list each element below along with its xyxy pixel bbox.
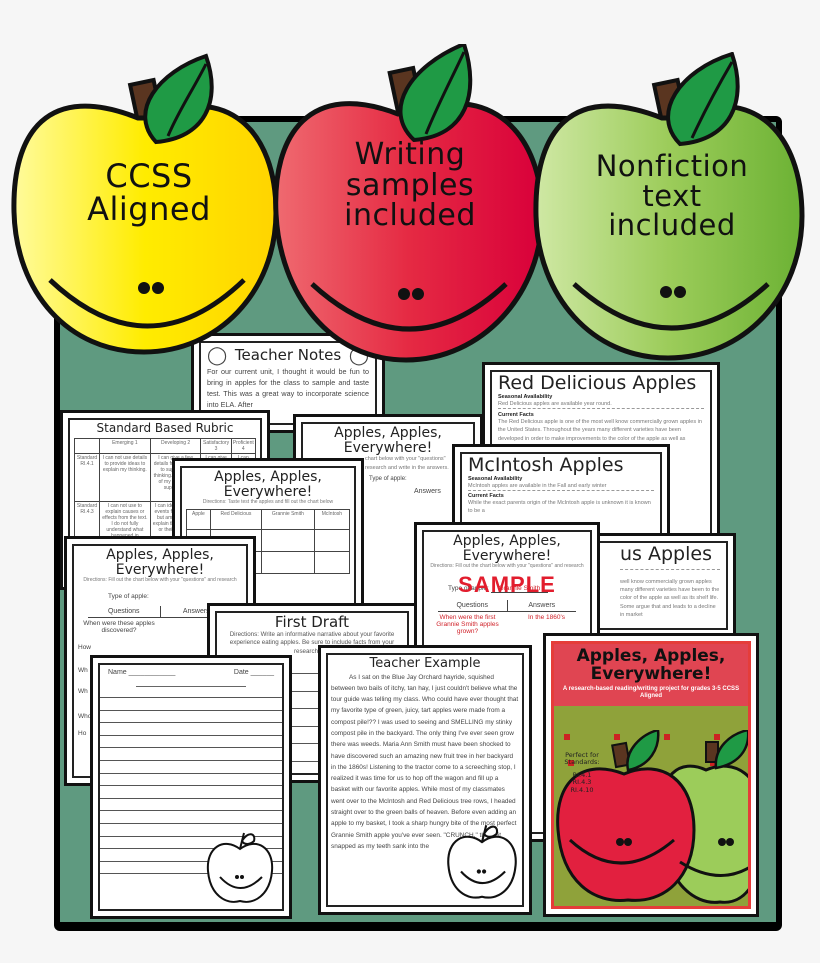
season-text: Red Delicious apples are available year …	[498, 400, 704, 410]
yellow-apple-icon	[11, 53, 279, 355]
badge-nonfiction-text: Nonfiction text included	[530, 52, 814, 368]
teacher-example-page: Teacher Example As I sat on the Blue Jay…	[318, 645, 532, 915]
green-apple-icon	[533, 52, 805, 361]
rubric-title: Standard Based Rubric	[96, 421, 234, 435]
facts-label: Current Facts	[498, 412, 534, 419]
season-label: Seasonal Availability	[498, 393, 553, 400]
worksheet-title: Apples, Apples, Everywhere!	[334, 425, 442, 456]
red-delicious-title: Red Delicious Apples	[498, 372, 697, 394]
badge-writing-samples: Writing samples included	[270, 44, 550, 366]
mcintosh-title: McIntosh Apples	[468, 454, 624, 476]
teacher-notes-title: Teacher Notes	[234, 345, 342, 364]
apple-outline-icon: ◯	[207, 345, 228, 365]
red-apple-icon	[273, 44, 545, 363]
facts-text: The Red Delicious apple is one of the mo…	[498, 419, 702, 442]
granny-smith-info-page: us Apples well know commercially grown a…	[590, 533, 736, 638]
apple-outline-icon	[447, 825, 517, 899]
lined-writing-paper: Name ____________ Date ______	[90, 655, 292, 919]
apple-outline-icon	[206, 832, 274, 903]
sample-stamp: SAMPLE	[458, 572, 556, 597]
badge-ccss-aligned: CCSS Aligned	[8, 52, 290, 362]
product-cover-page: Apples, Apples, Everywhere! A research-b…	[543, 633, 759, 917]
teacher-notes-body: For our current unit, I thought it would…	[207, 367, 369, 410]
cover-banner: Apples, Apples, Everywhere! A research-b…	[554, 644, 748, 707]
standards-list: Perfect for Standards: RI.4.1 RI.4.3 RI.…	[564, 751, 600, 794]
smiling-apples-illustration	[556, 730, 748, 904]
